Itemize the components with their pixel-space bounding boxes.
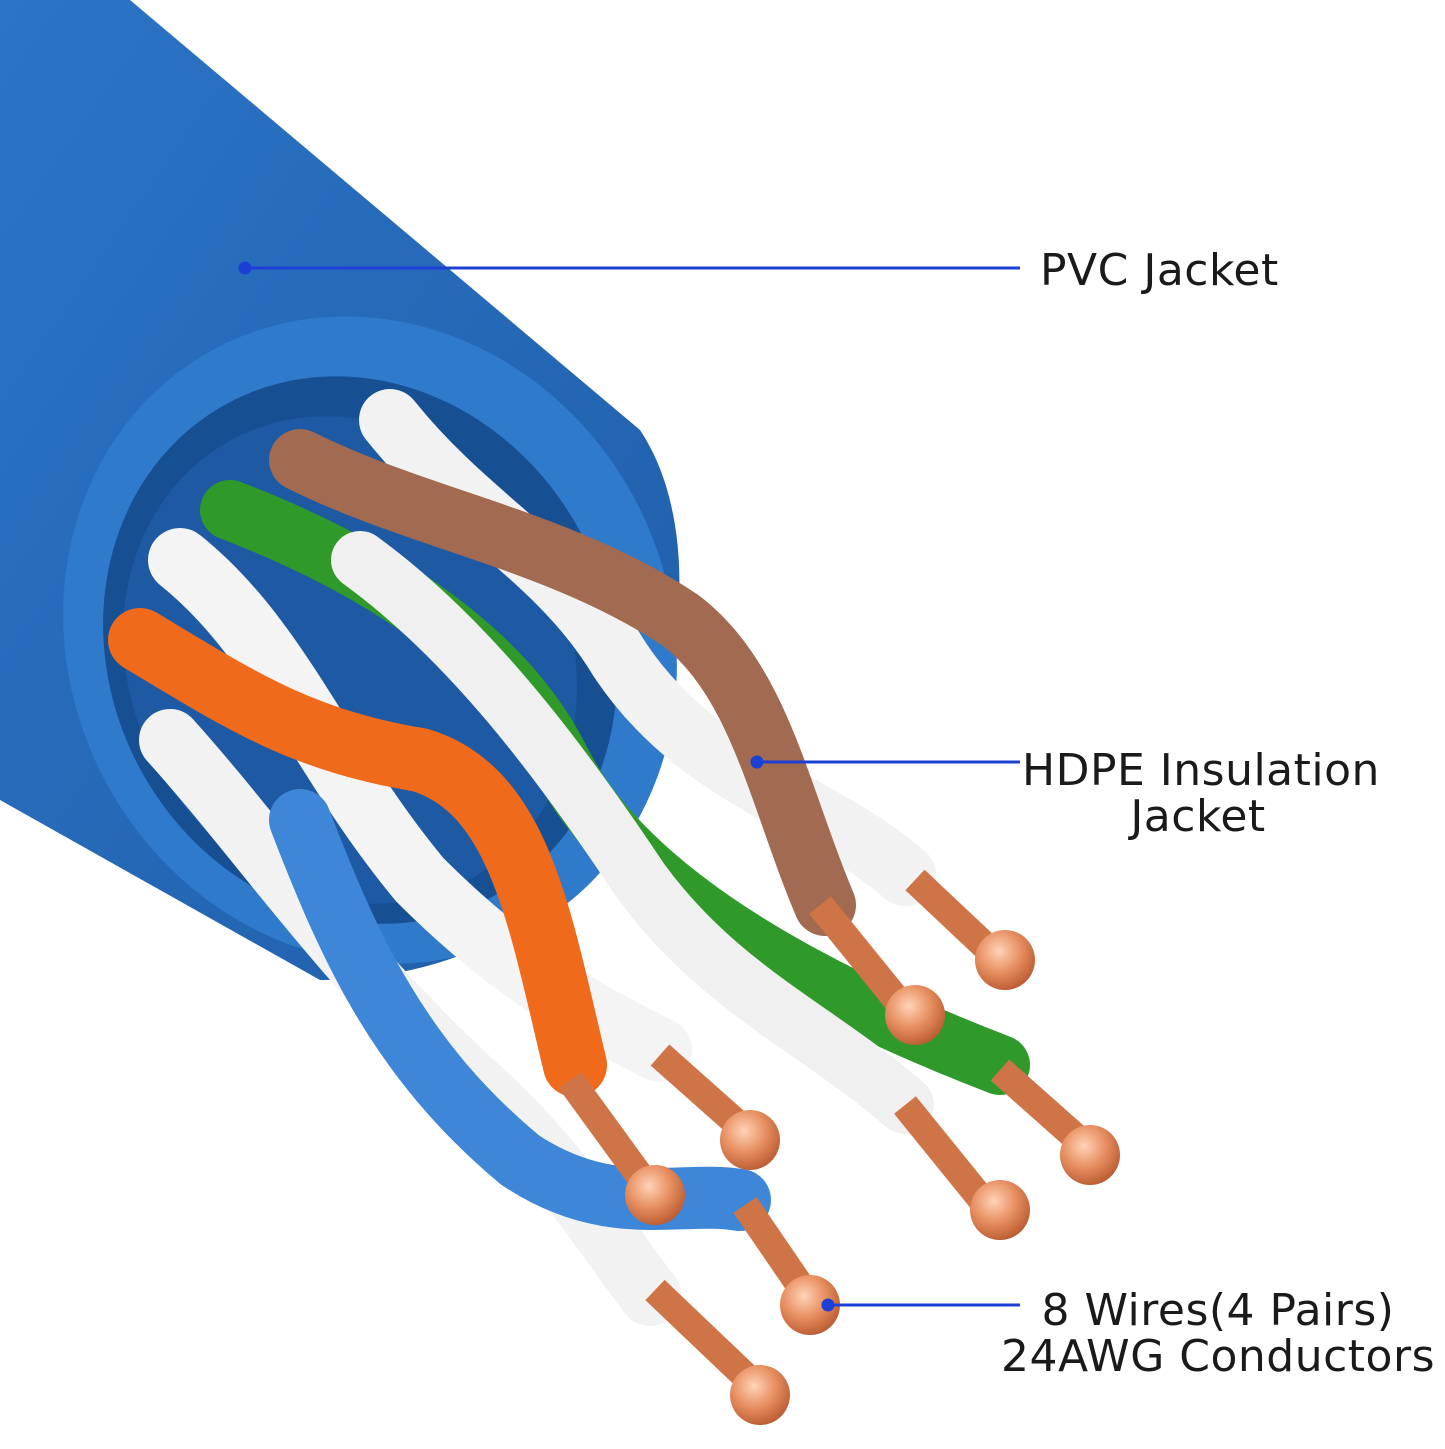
leader-lines (238, 261, 1020, 1312)
wire-brown (269, 429, 856, 936)
wire-orange (108, 608, 607, 1097)
label-hdpe-line2: Jacket (1130, 791, 1266, 842)
conductor-tip (625, 1165, 685, 1225)
label-hdpe-line1: HDPE Insulation (1022, 745, 1380, 796)
label-wires-line2: 24AWG Conductors (1001, 1331, 1435, 1382)
conductor-tips (625, 930, 1120, 1425)
conductor-tip (780, 1275, 840, 1335)
label-wires-line1: 8 Wires(4 Pairs) (1041, 1285, 1395, 1336)
conductor-tip (970, 1180, 1030, 1240)
conductor-tip (975, 930, 1035, 990)
leader-dot-hdpe (750, 755, 764, 769)
leader-dot-wires (821, 1298, 835, 1312)
wire-white-green (331, 531, 934, 1134)
label-conductors: 8 Wires(4 Pairs) 24AWG Conductors (1000, 1288, 1436, 1380)
wire-pairs (108, 389, 1030, 1326)
label-hdpe-insulation: HDPE Insulation Jacket (1022, 745, 1380, 842)
conductor-tip (720, 1110, 780, 1170)
conductor-tip (885, 985, 945, 1045)
conductor-tip (730, 1365, 790, 1425)
label-pvc-jacket: PVC Jacket (1040, 245, 1279, 296)
leader-dot-pvc (238, 261, 252, 275)
conductor-tip (1060, 1125, 1120, 1185)
